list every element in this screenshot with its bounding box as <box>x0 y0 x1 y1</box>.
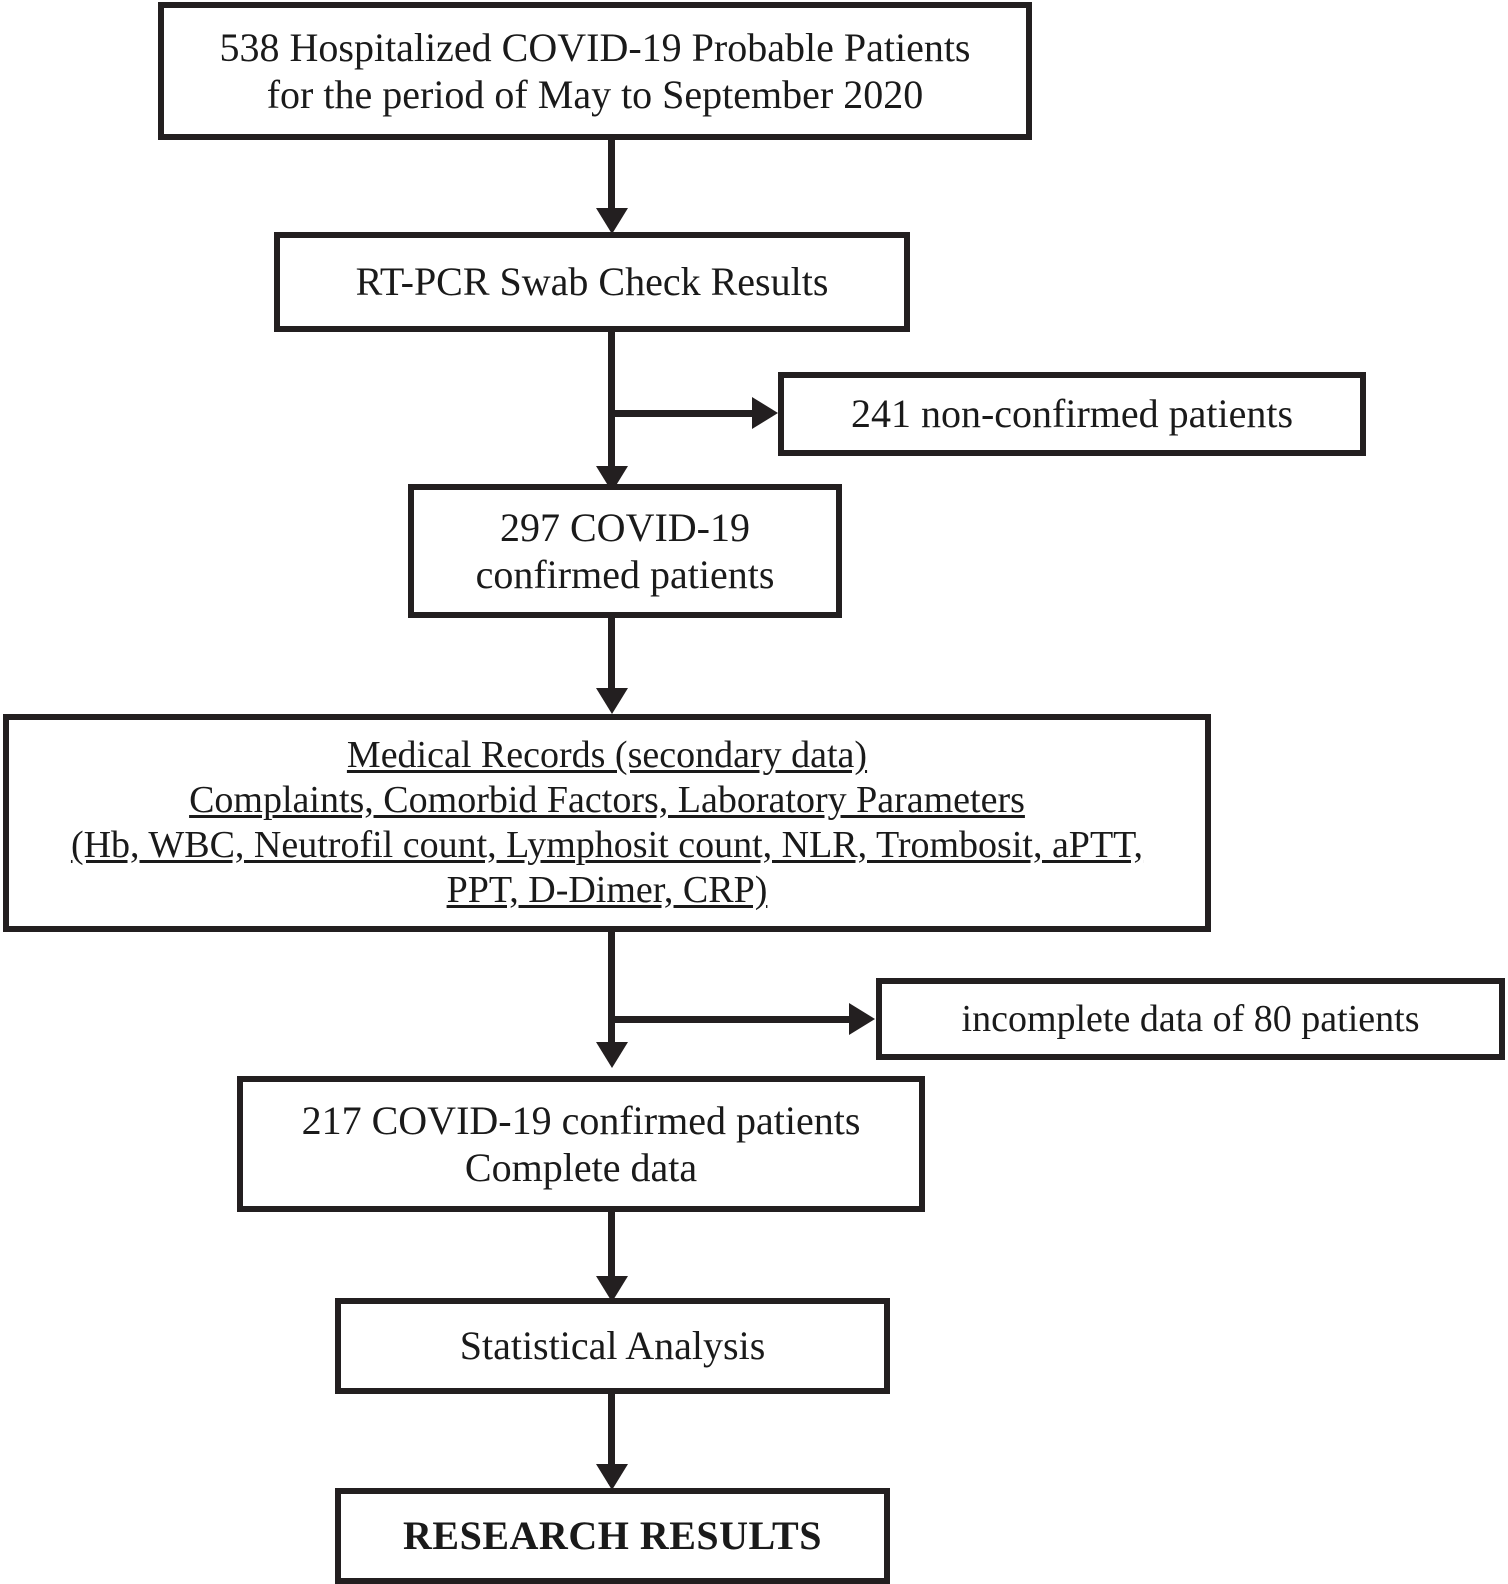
node-incomplete-data: incomplete data of 80 patients <box>876 978 1505 1060</box>
node-cohort-line-2: for the period of May to September 2020 <box>266 72 924 117</box>
arrowhead-branch-nonconfirmed <box>752 397 778 429</box>
connector-confirmed-to-records <box>608 618 615 696</box>
node-incomplete-data-line-1: incomplete data of 80 patients <box>961 997 1420 1040</box>
arrowhead-confirmed-to-records <box>596 688 628 714</box>
arrowhead-branch-incomplete <box>849 1003 875 1035</box>
node-medical-records-line-4: PPT, D-Dimer, CRP) <box>446 868 768 911</box>
node-swab-check-line-1: RT-PCR Swab Check Results <box>355 259 829 305</box>
connector-branch-nonconfirmed <box>608 410 758 417</box>
node-complete-217: 217 COVID-19 confirmed patients Complete… <box>237 1076 925 1212</box>
node-nonconfirmed-patients: 241 non-confirmed patients <box>778 372 1366 456</box>
node-research-results-line-1: RESEARCH RESULTS <box>403 1513 822 1559</box>
node-research-results: RESEARCH RESULTS <box>335 1488 890 1584</box>
node-confirmed-297-line-2: confirmed patients <box>475 552 775 597</box>
arrowhead-records-to-complete <box>596 1042 628 1068</box>
connector-cohort-to-swab <box>608 140 615 225</box>
node-complete-217-line-1: 217 COVID-19 confirmed patients <box>301 1097 861 1143</box>
node-confirmed-297: 297 COVID-19 confirmed patients <box>408 484 842 618</box>
node-medical-records-line-1: Medical Records (secondary data) <box>346 734 868 777</box>
node-medical-records: Medical Records (secondary data) Complai… <box>3 714 1211 932</box>
node-complete-217-line-2: Complete data <box>464 1145 698 1190</box>
connector-analysis-to-results <box>608 1394 615 1484</box>
connector-branch-incomplete <box>608 1016 854 1023</box>
node-medical-records-line-3: (Hb, WBC, Neutrofil count, Lymphosit cou… <box>70 824 1144 866</box>
node-statistical-analysis: Statistical Analysis <box>335 1298 890 1394</box>
connector-records-to-complete <box>608 932 615 1060</box>
node-confirmed-297-line-1: 297 COVID-19 <box>500 504 750 550</box>
connector-swab-to-confirmed <box>608 332 615 484</box>
arrowhead-cohort-to-swab <box>596 208 628 234</box>
connector-complete-to-analysis <box>608 1212 615 1294</box>
node-nonconfirmed-patients-line-1: 241 non-confirmed patients <box>850 391 1294 437</box>
node-statistical-analysis-line-1: Statistical Analysis <box>459 1323 766 1369</box>
arrowhead-complete-to-analysis <box>596 1276 628 1302</box>
node-swab-check: RT-PCR Swab Check Results <box>274 232 910 332</box>
node-medical-records-line-2: Complaints, Comorbid Factors, Laboratory… <box>189 779 1025 822</box>
arrowhead-analysis-to-results <box>596 1464 628 1490</box>
node-cohort-line-1: 538 Hospitalized COVID-19 Probable Patie… <box>219 24 971 70</box>
node-cohort: 538 Hospitalized COVID-19 Probable Patie… <box>158 2 1032 140</box>
